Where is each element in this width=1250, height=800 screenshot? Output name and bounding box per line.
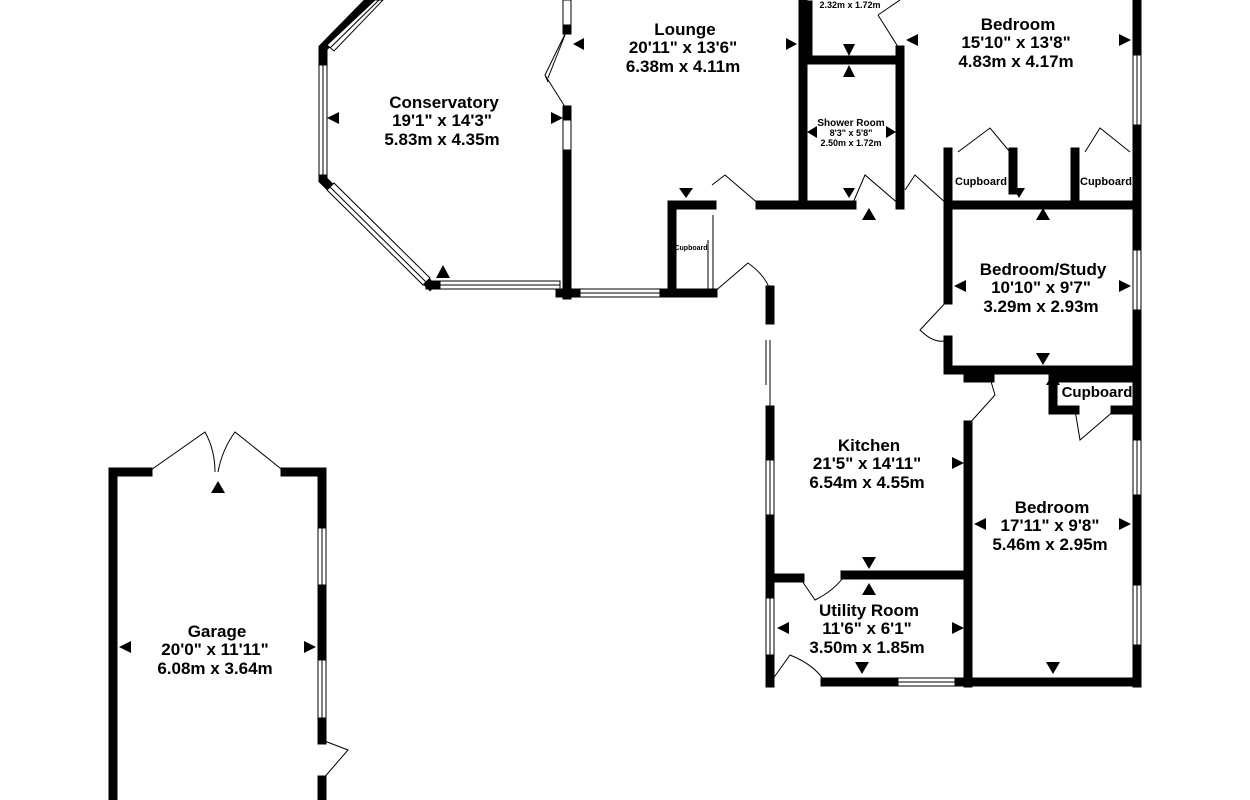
lounge-imperial: 20'11" x 13'6" (629, 38, 737, 57)
windows (317, 0, 1142, 719)
dimension-arrows (119, 34, 1131, 674)
garage-imperial: 20'0" x 11'11" (161, 640, 268, 659)
doors (147, 0, 1131, 781)
conservatory-imperial: 19'1" x 14'3" (392, 111, 492, 130)
cupboard-study-left-label: Cupboard (955, 176, 1007, 188)
room-wc: 2.32m x 1.72m (819, 0, 880, 10)
bedroom1-metric: 4.83m x 4.17m (958, 52, 1073, 71)
cupboard-study-right-label: Cupboard (1080, 176, 1132, 188)
utility-name: Utility Room (819, 601, 919, 620)
utility-imperial: 11'6" x 6'1" (822, 619, 911, 638)
kitchen-metric: 6.54m x 4.55m (809, 473, 924, 492)
bedroom2-imperial: 17'11" x 9'8" (1001, 516, 1100, 535)
room-bedroom-2: Bedroom 17'11" x 9'8" 5.46m x 2.95m (992, 498, 1107, 554)
lounge-name: Lounge (654, 20, 715, 39)
shower-name: Shower Room (817, 118, 884, 129)
garage-metric: 6.08m x 3.64m (157, 659, 272, 678)
room-conservatory: Conservatory 19'1" x 14'3" 5.83m x 4.35m (384, 93, 499, 149)
room-bedroom-study: Bedroom/Study 10'10" x 9'7" 3.29m x 2.93… (980, 260, 1107, 316)
bedroom2-name: Bedroom (1015, 498, 1090, 517)
room-bedroom-1: Bedroom 15'10" x 13'8" 4.83m x 4.17m (958, 15, 1073, 71)
conservatory-metric: 5.83m x 4.35m (384, 130, 499, 149)
study-name: Bedroom/Study (980, 260, 1107, 279)
bedroom1-imperial: 15'10" x 13'8" (961, 33, 1070, 52)
study-metric: 3.29m x 2.93m (983, 297, 1098, 316)
room-kitchen: Kitchen 21'5" x 14'11" 6.54m x 4.55m (809, 436, 924, 492)
room-utility: Utility Room 11'6" x 6'1" 3.50m x 1.85m (809, 601, 924, 657)
shower-metric: 2.50m x 1.72m (820, 138, 881, 148)
bedroom1-name: Bedroom (981, 15, 1056, 34)
room-shower: Shower Room 8'3" x 5'8" 2.50m x 1.72m (817, 118, 884, 148)
conservatory-name: Conservatory (389, 93, 499, 112)
cupboard-hall-label: Cupboard (674, 245, 707, 252)
walls (108, 0, 1142, 800)
shower-imperial: 8'3" x 5'8" (830, 128, 873, 138)
wc-metric: 2.32m x 1.72m (819, 0, 880, 10)
utility-metric: 3.50m x 1.85m (809, 638, 924, 657)
lounge-metric: 6.38m x 4.11m (626, 57, 740, 76)
room-lounge: Lounge 20'11" x 13'6" 6.38m x 4.11m (626, 20, 740, 76)
kitchen-name: Kitchen (838, 436, 900, 455)
garage-name: Garage (188, 622, 247, 641)
room-garage: Garage 20'0" x 11'11" 6.08m x 3.64m (157, 622, 272, 678)
cupboard-bedroom2-label: Cupboard (1062, 384, 1133, 401)
bedroom2-metric: 5.46m x 2.95m (992, 535, 1107, 554)
kitchen-imperial: 21'5" x 14'11" (813, 454, 921, 473)
study-imperial: 10'10" x 9'7" (991, 278, 1091, 297)
